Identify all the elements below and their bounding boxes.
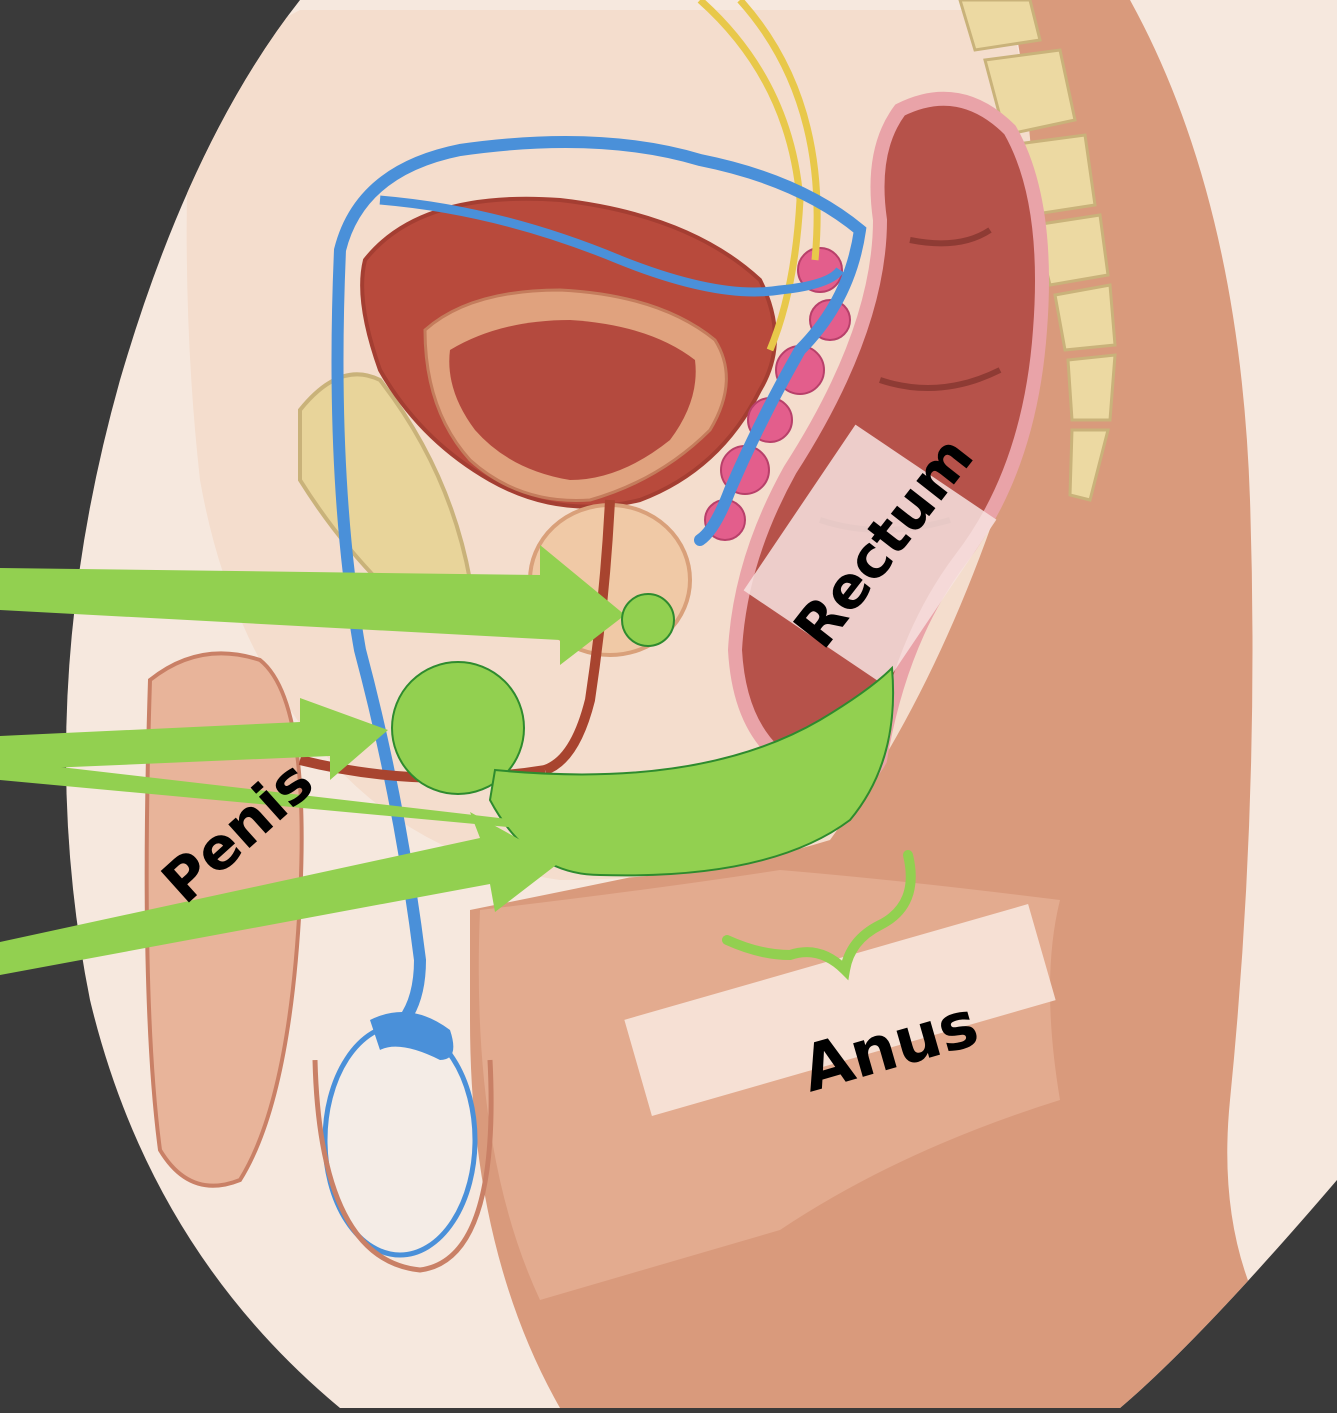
target-circle-small xyxy=(622,594,674,646)
